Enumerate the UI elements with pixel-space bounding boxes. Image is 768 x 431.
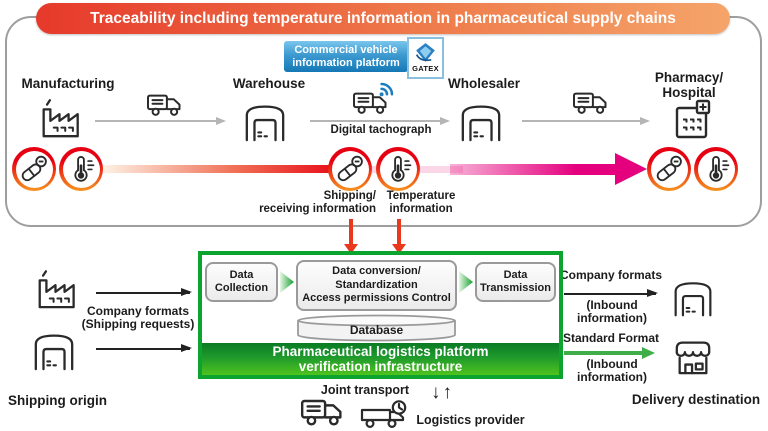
pill-badge [12, 147, 56, 191]
store-icon [675, 341, 711, 375]
trace-arrowhead [615, 153, 647, 185]
hospital-icon [675, 99, 711, 139]
delivery-destination-label: Delivery destination [631, 392, 761, 407]
warehouse-icon [461, 105, 501, 142]
title-banner: Traceability including temperature infor… [36, 3, 730, 34]
pill-badge [647, 147, 691, 191]
thermometer-icon [391, 155, 412, 183]
database-label: Database [349, 323, 404, 337]
page-title: Traceability including temperature infor… [90, 9, 676, 27]
gatex-logo-text: GATEX [412, 64, 439, 73]
warehouse-icon [245, 105, 285, 142]
truck-icon [573, 92, 607, 114]
stage-label-pharmacy-hospital: Pharmacy/ Hospital [654, 70, 724, 101]
trace-line-magenta [450, 163, 618, 175]
company-formats-label: Company formats [559, 268, 663, 282]
transport-arrow-2 [310, 116, 450, 125]
down-arrow-icon [344, 219, 358, 254]
factory-icon [38, 270, 75, 309]
standard-format-sub-label: (Inbound information) [577, 357, 647, 385]
shipping-request-arrow-2 [96, 344, 192, 352]
vehicle-platform-badge: Commercial vehicle information platform [284, 41, 408, 72]
trace-line-red [100, 165, 350, 173]
shipping-origin-label: Shipping origin [8, 393, 107, 408]
shipping-info-label: Shipping/ receiving information [259, 190, 376, 215]
temperature-info-label: Temperature information [386, 190, 456, 215]
thermometer-badge [694, 147, 738, 191]
company-formats-shipping-label: Company formats (Shipping requests) [81, 304, 195, 332]
thermometer-icon [708, 155, 730, 183]
pill-icon [335, 155, 363, 184]
flow-triangle-icon [459, 271, 473, 293]
truck-icon [147, 94, 181, 116]
inbound-company-arrow [564, 289, 658, 297]
warehouse-icon [34, 334, 74, 371]
inbound-standard-arrow [564, 347, 655, 358]
thermometer-badge [59, 147, 103, 191]
truck-icon [300, 399, 342, 426]
stage-label-warehouse: Warehouse [232, 76, 306, 91]
database-icon [297, 314, 456, 342]
digital-tachograph-label: Digital tachograph [330, 124, 432, 136]
stage-label-wholesaler: Wholesaler [447, 76, 521, 91]
pill-icon [19, 155, 47, 184]
updown-arrows-icon: ↓↑ [431, 382, 454, 403]
flow-triangle-icon [280, 271, 294, 293]
warehouse-icon [674, 282, 712, 317]
transport-arrow-3 [522, 116, 650, 125]
pill-icon [654, 155, 682, 184]
gatex-logo-icon [415, 42, 436, 63]
platform-footer: Pharmaceutical logistics platform verifi… [202, 343, 559, 375]
thermometer-badge [376, 147, 420, 191]
stage-label-manufacturing: Manufacturing [21, 76, 115, 91]
database-cylinder: Database [296, 314, 457, 342]
factory-icon [42, 99, 79, 138]
data-transmission-box: Data Transmission [475, 262, 556, 302]
data-conversion-box: Data conversion/ Standardization Access … [296, 260, 457, 311]
wifi-icon [378, 82, 394, 97]
logistics-provider-label: Logistics provider [416, 413, 525, 427]
pill-badge [328, 147, 372, 191]
gatex-logo: GATEX [407, 37, 444, 79]
joint-transport-label: Joint transport [320, 383, 410, 397]
transport-arrow-1 [95, 116, 226, 125]
shipping-request-arrow-1 [96, 288, 192, 296]
standard-format-label: Standard Format [562, 331, 659, 345]
down-arrow-icon [392, 219, 406, 254]
logistics-platform-box: Data Collection Data conversion/ Standar… [198, 251, 563, 379]
data-collection-box: Data Collection [205, 262, 278, 302]
company-formats-sub-label: (Inbound information) [577, 298, 647, 326]
thermometer-icon [74, 155, 95, 183]
